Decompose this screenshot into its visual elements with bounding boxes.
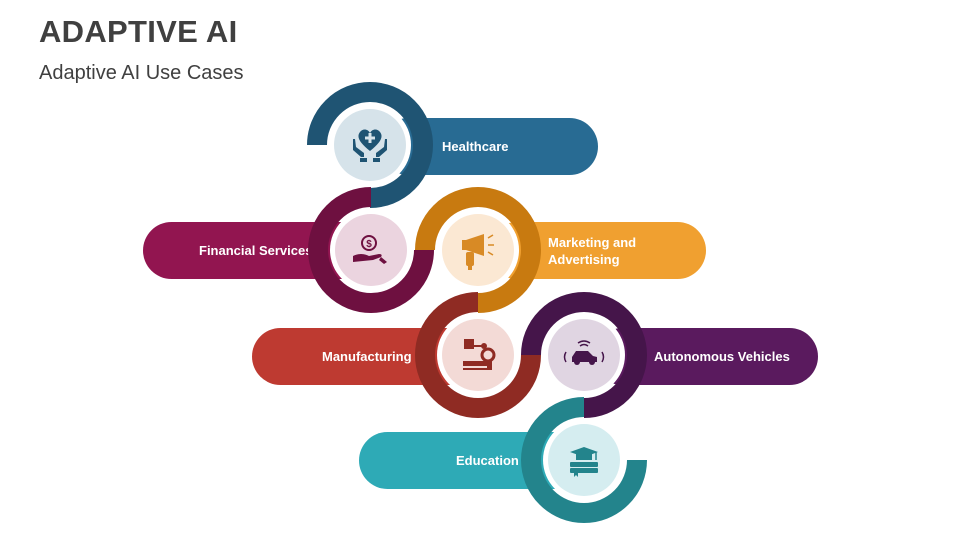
self-driving-car-icon <box>563 340 605 365</box>
label-marketing-advertising: Marketing and Advertising <box>548 234 636 268</box>
slide-title: ADAPTIVE AI <box>39 14 238 49</box>
ring-manufacturing <box>415 292 541 418</box>
megaphone-icon <box>462 234 494 270</box>
slide-subtitle: Adaptive AI Use Cases <box>39 62 244 84</box>
label-manufacturing: Manufacturing <box>322 349 412 364</box>
svg-text:$: $ <box>366 239 372 250</box>
label-marketing-line1: Marketing and <box>548 234 637 250</box>
label-marketing-line2: Advertising <box>548 251 620 267</box>
label-autonomous-vehicles: Autonomous Vehicles <box>654 349 790 364</box>
label-education: Education <box>456 453 519 468</box>
label-healthcare: Healthcare <box>442 139 509 154</box>
robotic-arm-icon <box>463 339 496 370</box>
graduation-cap-books-icon <box>570 447 598 477</box>
hand-coin-icon: $ <box>353 235 387 264</box>
hands-heart-icon <box>353 129 387 162</box>
label-financial-services: Financial Services <box>199 243 313 258</box>
